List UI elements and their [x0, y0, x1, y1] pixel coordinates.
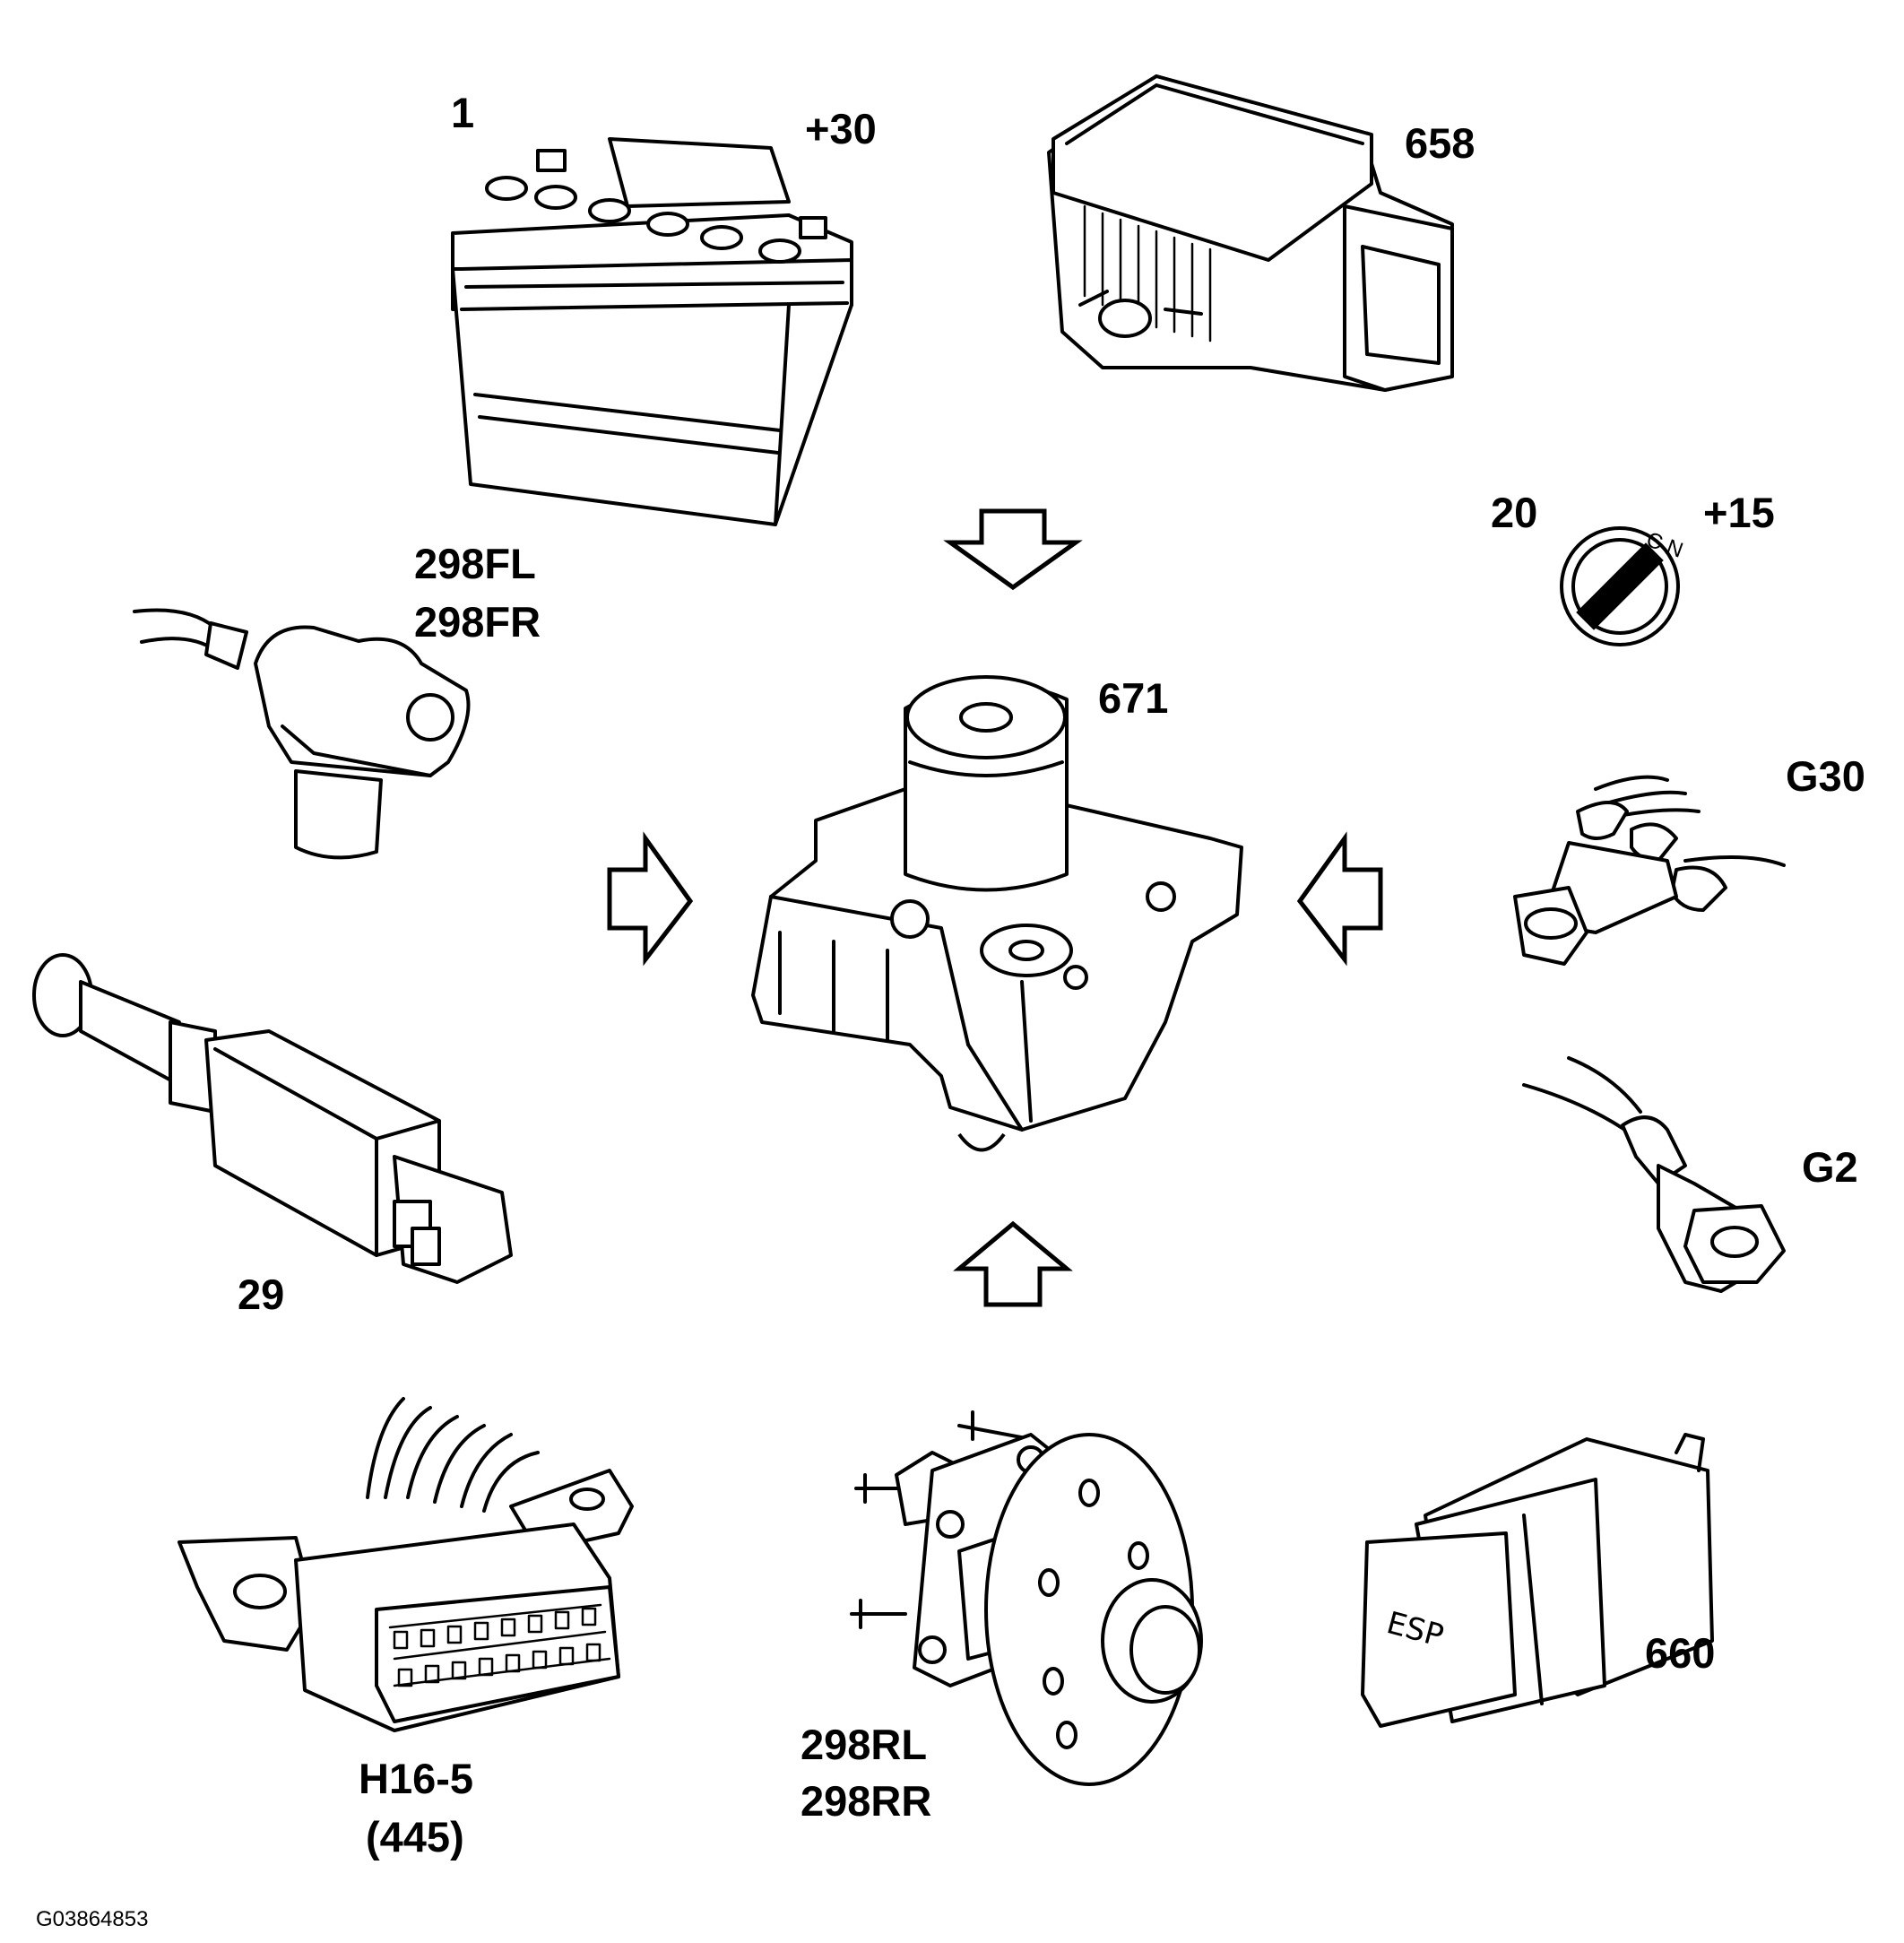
ground-g2-illustration — [1522, 1056, 1786, 1293]
figure-reference-id: G03864853 — [36, 1907, 148, 1931]
front-wheel-sensor-left-label: 298FL — [414, 540, 536, 587]
rear-wheel-sensor-left-label: 298RL — [801, 1721, 927, 1768]
arrow-left-icon — [1296, 831, 1383, 967]
esp-switch-label: 660 — [1645, 1629, 1715, 1677]
yaw-sensor-label: 658 — [1405, 119, 1475, 167]
front-wheel-sensor-illustration — [133, 608, 471, 860]
ignition-switch-label: 20 — [1491, 489, 1537, 536]
arrow-down-icon — [943, 508, 1083, 591]
brake-light-switch-label: 29 — [238, 1271, 284, 1318]
ignition-terminal-label: +15 — [1703, 489, 1775, 536]
ignition-switch-illustration: C N — [1560, 526, 1686, 646]
diagnostic-connector-sub-label: (445) — [366, 1813, 464, 1861]
rear-wheel-hub-illustration — [850, 1410, 1203, 1786]
hydraulic-unit-illustration — [751, 675, 1243, 1152]
battery-number-label: 1 — [451, 89, 474, 136]
ground-g30-illustration — [1513, 775, 1786, 966]
rear-wheel-sensor-right-label: 298RR — [801, 1777, 931, 1825]
arrow-up-icon — [953, 1220, 1073, 1307]
front-wheel-sensor-right-label: 298FR — [414, 598, 541, 646]
ground-g30-label: G30 — [1786, 752, 1865, 800]
hydraulic-unit-label: 671 — [1098, 674, 1168, 722]
ground-g2-label: G2 — [1802, 1143, 1858, 1191]
esp-switch-illustration — [1361, 1433, 1714, 1728]
brake-light-switch-illustration — [32, 953, 513, 1284]
yaw-sensor-illustration — [1047, 74, 1454, 392]
arrow-right-icon — [607, 831, 694, 967]
diagnostic-connector-label: H16-5 — [359, 1755, 473, 1802]
diagnostic-connector-illustration — [177, 1397, 634, 1732]
battery-illustration — [451, 137, 853, 526]
battery-terminal-label: +30 — [805, 105, 877, 152]
